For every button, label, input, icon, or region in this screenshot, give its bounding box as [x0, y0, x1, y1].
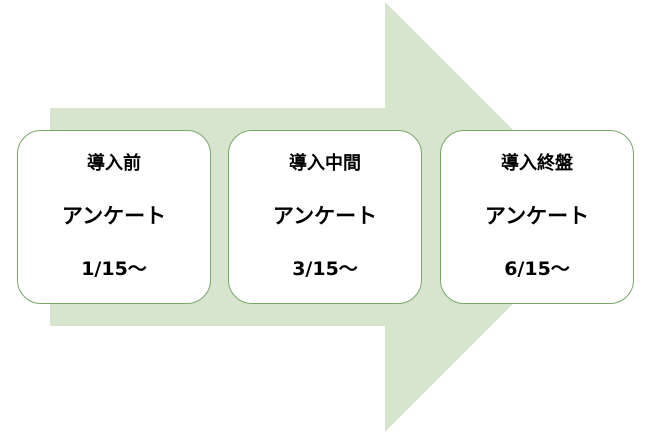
stage-label: アンケート — [272, 204, 378, 228]
stage-title: 導入前 — [87, 153, 141, 174]
stage-date: 6/15～ — [504, 258, 570, 280]
stage-card-final: 導入終盤 アンケート 6/15～ — [440, 130, 634, 304]
stage-date: 1/15～ — [81, 258, 147, 280]
stage-card-mid: 導入中間 アンケート 3/15～ — [228, 130, 422, 304]
stage-card-pre: 導入前 アンケート 1/15～ — [17, 130, 211, 304]
stage-label: アンケート — [484, 204, 590, 228]
stage-title: 導入終盤 — [501, 153, 573, 174]
stage-date: 3/15～ — [292, 258, 358, 280]
stage-title: 導入中間 — [289, 153, 361, 174]
stage-label: アンケート — [61, 204, 167, 228]
